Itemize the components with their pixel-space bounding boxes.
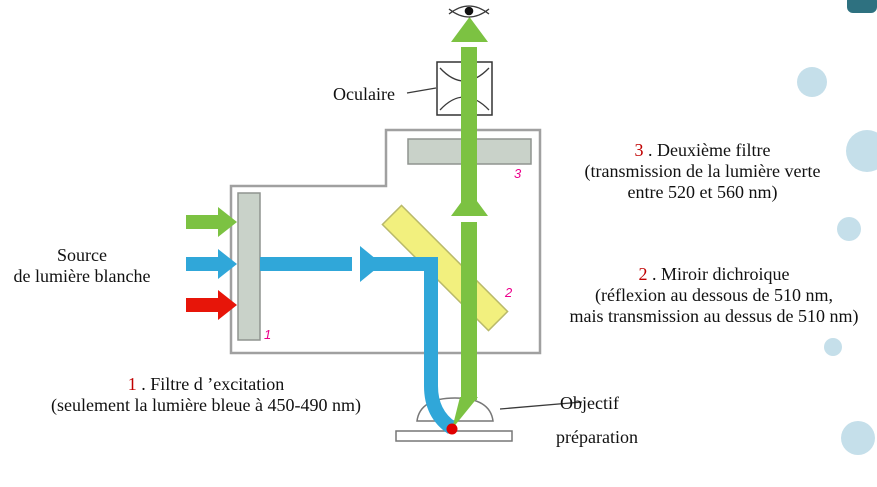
annotation-dichroic-mirror-num: 2 (638, 264, 648, 284)
marker-dichroic-mirror: 2 (505, 285, 513, 300)
eye-pupil (464, 6, 474, 16)
marker-barrier-filter: 3 (514, 166, 522, 181)
emission-beam-converge (452, 397, 478, 429)
source-label: Source de lumière blanche (2, 245, 162, 287)
specimen-dot (446, 423, 458, 435)
source-arrow-green-icon (186, 207, 237, 237)
annotation-excitation-filter-line1: (seulement la lumière bleue à 450-490 nm… (51, 395, 361, 415)
annotation-barrier-filter-line2: entre 520 et 560 nm) (627, 182, 778, 202)
source-arrow-blue-icon (186, 249, 237, 279)
ocular-label: Oculaire (333, 84, 395, 104)
annotation-excitation-filter: 1 . Filtre d ’excitation (seulement la l… (16, 374, 396, 416)
annotation-barrier-filter-line1: (transmission de la lumière verte (584, 161, 821, 181)
ocular-pointer-line (406, 87, 437, 94)
objective-pointer-line (499, 401, 583, 410)
eye-lower-lid (448, 8, 490, 18)
annotation-barrier-filter-title: 3 . Deuxième filtre (560, 140, 845, 161)
excitation-beam-arrow-icon (360, 246, 382, 282)
annotation-barrier-filter: 3 . Deuxième filtre (transmission de la … (560, 140, 845, 203)
emission-beam-arrow-mid-icon (451, 191, 488, 216)
annotation-dichroic-mirror-title: 2 . Miroir dichroique (553, 264, 875, 285)
marker-excitation-filter: 1 (264, 327, 272, 342)
preparation-label: préparation (556, 427, 638, 447)
source-arrow-red-icon (186, 290, 237, 320)
background-decoration (797, 0, 877, 455)
excitation-beam (260, 257, 457, 434)
annotation-barrier-filter-num: 3 (634, 140, 644, 160)
eye-icon (448, 5, 490, 18)
deco-circle (797, 67, 827, 97)
annotation-dichroic-mirror-line1: (réflexion au dessous de 510 nm, (595, 285, 833, 305)
emission-beam-arrow-top-icon (451, 17, 488, 42)
corner-accent (847, 0, 877, 13)
deco-circle (837, 217, 861, 241)
source-label-line2: de lumière blanche (13, 266, 151, 286)
annotation-excitation-filter-num: 1 (127, 374, 137, 394)
annotation-excitation-filter-title: 1 . Filtre d ’excitation (16, 374, 396, 395)
annotation-dichroic-mirror-name: . Miroir dichroique (647, 264, 790, 284)
deco-circle (846, 130, 877, 172)
deco-circle (824, 338, 842, 356)
objective-label: Objectif (560, 393, 619, 413)
excitation-filter (237, 192, 261, 341)
source-label-line1: Source (57, 245, 107, 265)
annotation-dichroic-mirror: 2 . Miroir dichroique (réflexion au dess… (553, 264, 875, 327)
annotation-dichroic-mirror-line2: mais transmission au dessus de 510 nm) (569, 306, 859, 326)
deco-circle (841, 421, 875, 455)
annotation-excitation-filter-name: . Filtre d ’excitation (136, 374, 285, 394)
annotation-barrier-filter-name: . Deuxième filtre (643, 140, 771, 160)
